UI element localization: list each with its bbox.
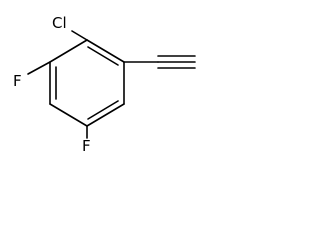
structure-svg: Cl F F <box>13 14 196 155</box>
ring-bond-top <box>86 39 125 63</box>
ring-bond-upper-left <box>49 39 88 63</box>
bond-to-fluorine-left <box>27 61 51 75</box>
ring-double-bond-inner-lower <box>87 100 119 120</box>
ring-bond-lower-right <box>86 103 125 127</box>
atom-label-fluorine-left: F <box>13 72 22 90</box>
bond-to-chlorine <box>71 30 88 41</box>
ring-bond-lower-left <box>49 103 88 127</box>
ring-double-bond-inner-top <box>87 46 119 66</box>
chemical-structure-diagram: Cl F F <box>0 0 210 156</box>
atom-label-fluorine-bottom: F <box>82 137 91 155</box>
atom-label-chlorine: Cl <box>52 14 67 32</box>
